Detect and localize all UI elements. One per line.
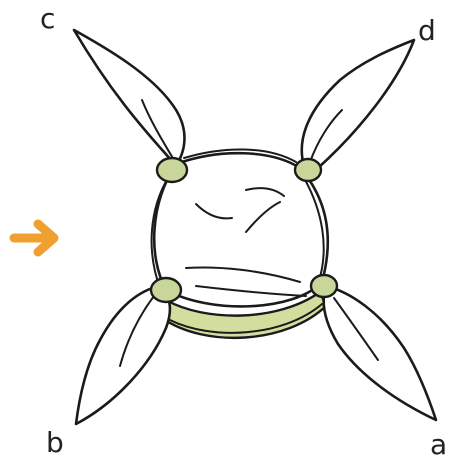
label-b: b [46, 426, 64, 459]
knot-top-right [295, 159, 321, 181]
corner-ear-b [76, 286, 170, 424]
label-c: c [40, 2, 55, 35]
corner-ear-d [302, 40, 414, 168]
knot-bottom-right [311, 275, 337, 297]
knot-top-left [157, 158, 187, 182]
label-d: d [418, 14, 436, 47]
knot-bottom-left [151, 278, 181, 302]
label-a: a [430, 428, 447, 461]
corner-ear-a [324, 286, 436, 420]
corner-ear-c [74, 30, 185, 166]
right-arrow-icon [14, 224, 54, 252]
